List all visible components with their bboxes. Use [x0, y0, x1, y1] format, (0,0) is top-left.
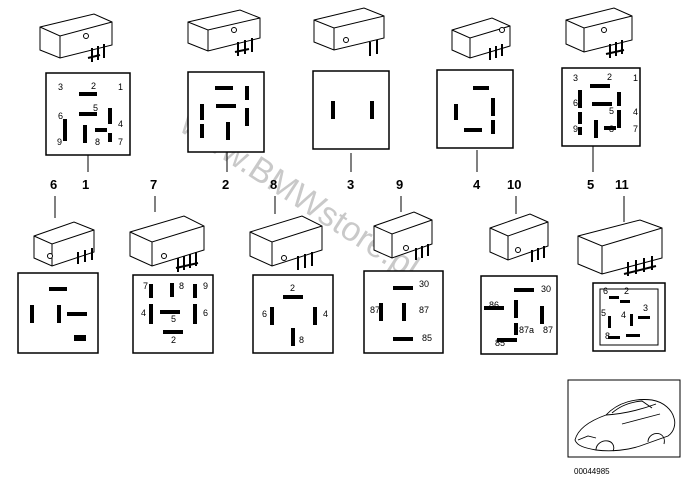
pin-layout-10: 30 86 87a 87 85: [480, 275, 558, 355]
pin-label: 30: [541, 284, 551, 294]
relay-housing-7: [129, 215, 205, 272]
pin-labels-5: 3 2 1 6 5 4 9 8 7: [573, 72, 638, 134]
pin-label: 8: [609, 124, 614, 134]
pin-label: 9: [203, 281, 208, 291]
pin-layout-11: 6 2 5 4 3 8: [592, 282, 666, 352]
pin-label: 9: [573, 124, 578, 134]
pin-label: 4: [323, 309, 328, 319]
pin-label: 86: [489, 300, 499, 310]
reference-number: 00044985: [574, 467, 610, 476]
pin-label: 2: [624, 286, 629, 296]
pin-label: 5: [609, 106, 614, 116]
relay-housing-4: [451, 17, 511, 60]
pin-label: 2: [91, 81, 96, 91]
pin-label: 6: [573, 98, 578, 108]
pin-labels-8: 2 6 4 8: [262, 283, 328, 345]
pin-label: 2: [290, 283, 295, 293]
relay-housing-8: [249, 215, 323, 270]
pin-labels-9: 30 87 87 85: [370, 279, 432, 343]
pin-label: 1: [118, 82, 123, 92]
pin-label: 87: [370, 305, 380, 315]
pin-label: 5: [601, 308, 606, 318]
callout-4: 4: [473, 177, 481, 192]
pin-label: 6: [58, 111, 63, 121]
pin-layout-5: 3 2 1 6 5 4 9 8 7: [561, 67, 641, 147]
pin-label: 4: [633, 107, 638, 117]
callout-11: 11: [615, 177, 629, 192]
pin-label: 8: [299, 335, 304, 345]
pin-layout-7: 7 8 9 4 5 6 2: [132, 274, 214, 354]
pin-label: 85: [422, 333, 432, 343]
pin-layout-1: 3 2 1 6 5 4 9 8 7: [45, 72, 131, 156]
pin-label: 3: [58, 82, 63, 92]
pin-labels-1: 3 2 1 6 5 4 9 8 7: [57, 81, 123, 147]
pin-label: 4: [118, 119, 123, 129]
relay-housing-11: [577, 219, 663, 276]
pin-labels-7: 7 8 9 4 5 6 2: [141, 281, 208, 345]
pin-label: 87: [543, 325, 553, 335]
pin-label: 2: [607, 72, 612, 82]
pin-layout-6: [17, 272, 99, 354]
relay-housing-1: [39, 13, 113, 62]
pin-layout-2: [187, 71, 265, 153]
pin-label: 7: [633, 124, 638, 134]
callout-9: 9: [396, 177, 403, 192]
pin-layout-9: 30 87 87 85: [363, 270, 444, 354]
pin-label: 7: [143, 281, 148, 291]
pin-label: 87: [419, 305, 429, 315]
pin-label: 9: [57, 137, 62, 147]
pin-label: 3: [573, 73, 578, 83]
pin-label: 3: [643, 303, 648, 313]
pin-label: 4: [141, 308, 146, 318]
pin-labels-11: 6 2 5 4 3 8: [601, 286, 648, 341]
relay-housing-6: [33, 221, 95, 267]
pin-layout-8: 2 6 4 8: [252, 274, 334, 354]
pin-label: 8: [605, 331, 610, 341]
callout-5: 5: [587, 177, 594, 192]
pin-label: 2: [171, 335, 176, 345]
pin-label: 4: [621, 310, 626, 320]
car-thumbnail: [567, 379, 681, 458]
pin-label: 85: [495, 338, 505, 348]
pin-label: 8: [179, 281, 184, 291]
relay-housing-5: [565, 7, 633, 58]
pin-label: 6: [203, 308, 208, 318]
callout-6: 6: [50, 177, 57, 192]
callout-3: 3: [347, 177, 354, 192]
pin-labels-10: 30 86 87a 87 85: [489, 284, 553, 348]
callout-7: 7: [150, 177, 157, 192]
callout-8: 8: [270, 177, 277, 192]
relay-housing-10: [489, 213, 549, 262]
pin-layout-3: [312, 70, 390, 150]
pin-label: 8: [95, 137, 100, 147]
pin-label: 1: [633, 73, 638, 83]
pin-label: 6: [603, 286, 608, 296]
pin-label: 6: [262, 309, 267, 319]
callout-1: 1: [82, 177, 89, 192]
pin-label: 30: [419, 279, 429, 289]
callout-10: 10: [507, 177, 521, 192]
leader-lines-top: [54, 146, 625, 222]
relay-housing-2: [187, 9, 261, 56]
relay-housing-3: [313, 7, 385, 56]
pin-label: 7: [118, 137, 123, 147]
relay-housing-9: [373, 211, 433, 260]
pin-layout-4: [436, 69, 514, 149]
pin-label: 5: [171, 314, 176, 324]
callout-2: 2: [222, 177, 229, 192]
pin-label: 5: [93, 103, 98, 113]
pin-label: 87a: [519, 325, 534, 335]
